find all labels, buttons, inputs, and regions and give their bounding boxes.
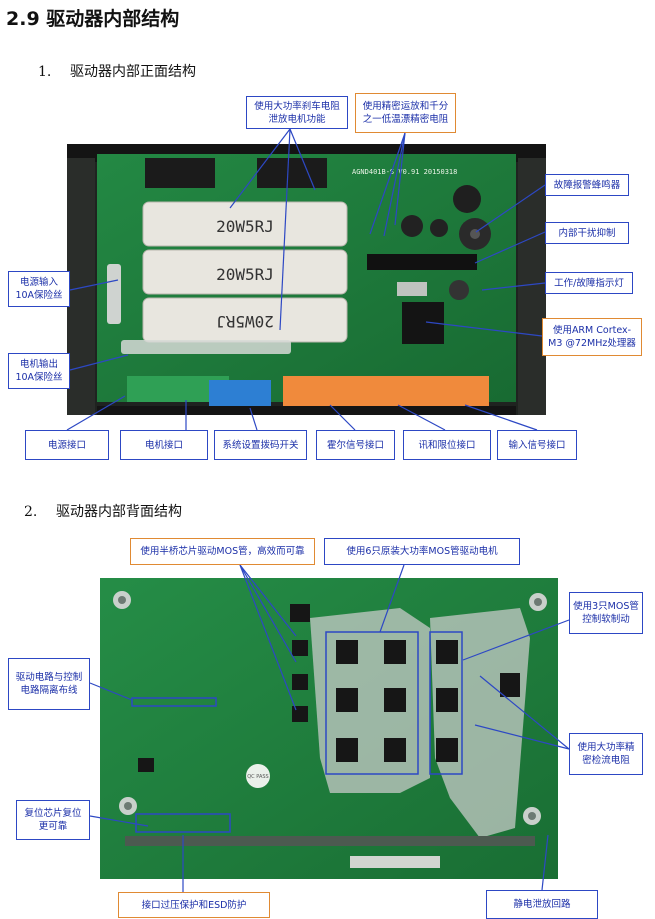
label-six-mos: 使用6只原装大功率MOS管驱动电机	[324, 538, 520, 565]
label-input-port: 输入信号接口	[497, 430, 577, 460]
label-dip-switch: 系统设置拨码开关	[214, 430, 307, 460]
label-power-port: 电源接口	[25, 430, 109, 460]
label-motor-port: 电机接口	[120, 430, 208, 460]
label-discharge: 静电泄放回路	[486, 890, 598, 919]
label-hall-port: 霍尔信号接口	[316, 430, 395, 460]
label-motor-fuse: 电机输出10A保险丝	[8, 353, 70, 389]
label-brake-resistor: 使用大功率刹车电阻泄放电机功能	[246, 96, 348, 129]
label-led: 工作/故障指示灯	[545, 272, 633, 294]
label-esd: 接口过压保护和ESD防护	[118, 892, 270, 918]
label-mcu: 使用ARM Cortex-M3 @72MHz处理器	[542, 318, 642, 356]
front-board-photo: 20W5RJ 20W5RJ 20W5RJ AGND401B-S V0.91 20…	[67, 144, 546, 415]
label-isolation: 驱动电路与控制电路隔离布线	[8, 658, 90, 710]
resistor-label-1: 20W5RJ	[216, 217, 274, 236]
label-interference: 内部干扰抑制	[545, 222, 629, 244]
section-1-heading: 1.驱动器内部正面结构	[38, 64, 196, 80]
resistor-label-3: 20W5RJ	[216, 312, 274, 331]
label-sense-resistor: 使用大功率精密检流电阻	[569, 733, 643, 775]
page-title: 2.9 驱动器内部结构	[6, 8, 180, 30]
section-2-heading: 2.驱动器内部背面结构	[24, 504, 182, 520]
resistor-label-2: 20W5RJ	[216, 265, 274, 284]
back-board-photo: QC PASS	[100, 578, 558, 879]
label-precision-opamp: 使用精密运放和千分之一低温漂精密电阻	[355, 93, 456, 133]
label-three-mos: 使用3只MOS管控制软制动	[569, 592, 643, 634]
label-power-fuse: 电源输入10A保险丝	[8, 271, 70, 307]
label-reset-chip: 复位芯片复位更可靠	[16, 800, 90, 840]
label-buzzer: 故障报警蜂鸣器	[545, 174, 629, 196]
label-half-bridge: 使用半桥芯片驱动MOS管，高效而可靠	[130, 538, 315, 565]
label-comm-port: 讯和限位接口	[403, 430, 491, 460]
qc-sticker: QC PASS	[247, 774, 268, 780]
pcb-silkscreen: AGND401B-S V0.91 20150318	[352, 168, 457, 176]
